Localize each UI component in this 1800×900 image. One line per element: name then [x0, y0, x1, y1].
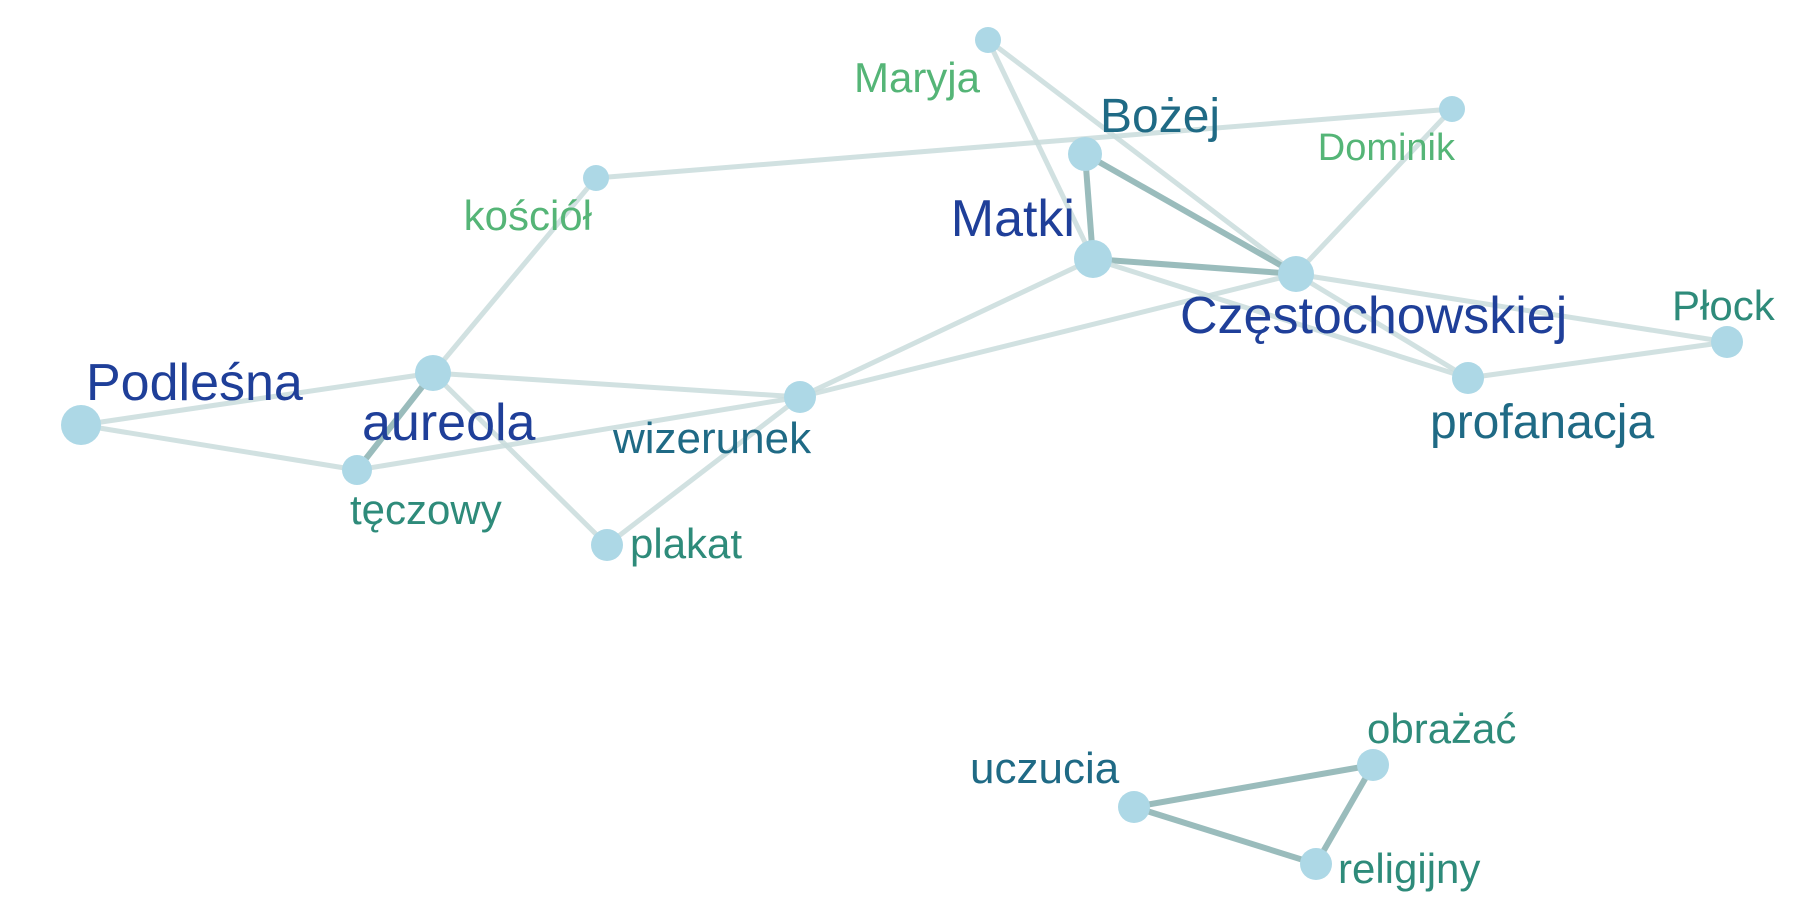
- node-religijny: [1300, 848, 1332, 880]
- label-dominik: Dominik: [1318, 127, 1456, 169]
- edge-uczucia-obrazac: [1131, 762, 1376, 810]
- node-bozej: [1068, 137, 1102, 171]
- edge-teczowy-wizerunek: [354, 394, 803, 473]
- edge-profanacja-plock: [1465, 339, 1730, 381]
- label-plakat: plakat: [630, 520, 742, 567]
- node-podlesna: [61, 405, 101, 445]
- label-czestochowskiej: Częstochowskiej: [1180, 287, 1567, 345]
- label-wizerunek: wizerunek: [612, 414, 812, 463]
- edge-bozej-czestochowskiej: [1082, 151, 1299, 277]
- edge-wizerunek-plakat: [604, 394, 803, 548]
- edge-matki-profanacja: [1090, 256, 1471, 381]
- edge-dominik-czestochowskiej: [1293, 106, 1455, 277]
- node-maryja: [975, 27, 1001, 53]
- label-podlesna: Podleśna: [86, 354, 303, 412]
- edge-podlesna-teczowy: [78, 422, 360, 473]
- edge-czestochowskiej-plock: [1293, 271, 1730, 345]
- edge-czestochowskiej-profanacja: [1293, 271, 1471, 381]
- node-plock: [1711, 326, 1743, 358]
- edge-podlesna-aureola: [78, 370, 436, 428]
- edge-kosciol-dominik: [593, 106, 1455, 181]
- label-profanacja: profanacja: [1430, 396, 1654, 449]
- node-wizerunek: [784, 381, 816, 413]
- label-aureola: aureola: [362, 394, 536, 452]
- edge-kosciol-aureola: [430, 175, 599, 376]
- edge-matki-czestochowskiej: [1090, 256, 1299, 277]
- node-kosciol: [583, 165, 609, 191]
- label-matki: Matki: [951, 190, 1075, 248]
- label-plock: Płock: [1672, 282, 1776, 329]
- node-profanacja: [1452, 362, 1484, 394]
- edges-layer: [78, 37, 1730, 867]
- node-czestochowskiej: [1278, 256, 1314, 292]
- edge-uczucia-religijny: [1131, 804, 1319, 867]
- edge-czestochowskiej-wizerunek: [797, 271, 1299, 400]
- label-religijny: religijny: [1338, 845, 1480, 892]
- node-dominik: [1439, 96, 1465, 122]
- node-aureola: [415, 355, 451, 391]
- nodes-layer: [61, 27, 1743, 880]
- edge-maryja-matki: [985, 37, 1096, 262]
- edge-matki-wizerunek: [797, 256, 1096, 400]
- node-uczucia: [1118, 791, 1150, 823]
- label-kosciol: kościół: [464, 192, 593, 239]
- label-maryja: Maryja: [854, 54, 981, 101]
- node-teczowy: [342, 455, 372, 485]
- node-plakat: [591, 529, 623, 561]
- label-teczowy: tęczowy: [350, 486, 502, 533]
- label-uczucia: uczucia: [970, 744, 1120, 793]
- edge-aureola-wizerunek: [430, 370, 803, 400]
- label-obrazac: obrażać: [1367, 705, 1516, 752]
- edge-obrazac-religijny: [1313, 762, 1376, 867]
- label-bozej: Bożej: [1100, 90, 1220, 143]
- node-matki: [1074, 240, 1112, 278]
- node-obrazac: [1357, 749, 1389, 781]
- edge-maryja-czestochowskiej: [985, 37, 1299, 277]
- edge-aureola-plakat: [430, 370, 610, 548]
- edge-aureola-teczowy: [354, 370, 436, 473]
